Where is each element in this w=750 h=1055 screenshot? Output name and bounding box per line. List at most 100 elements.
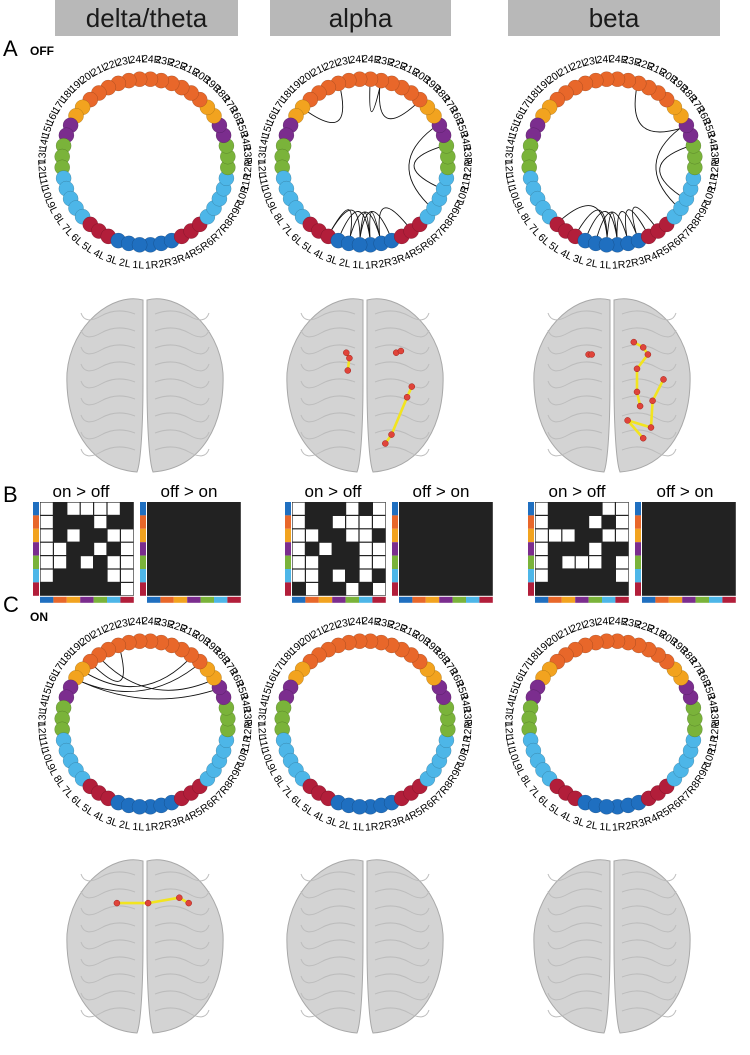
- panel-label-b: B: [3, 482, 18, 507]
- matrix-cell: [616, 516, 629, 529]
- matrix-row-group: [635, 582, 641, 596]
- connection-line: [82, 666, 195, 692]
- connection-line: [378, 207, 408, 237]
- brain-gyrus: [547, 412, 603, 423]
- brain-gyrus: [374, 871, 430, 882]
- node-label-9R: 9R: [229, 761, 246, 779]
- node-label-23L: 23L: [115, 54, 135, 69]
- brain-gyrus: [374, 327, 430, 338]
- brain-marker: [633, 365, 641, 373]
- matrix-col-group: [359, 596, 373, 603]
- matrix-col-group: [53, 596, 67, 603]
- node-label-14L: 14L: [257, 132, 272, 152]
- brain-gyrus: [547, 395, 603, 406]
- node-label-2R: 2R: [624, 256, 640, 270]
- node-label-9R: 9R: [449, 199, 466, 217]
- node-label-8L: 8L: [518, 211, 535, 228]
- brain-gyrus: [374, 378, 430, 389]
- node-label-9L: 9L: [44, 762, 60, 778]
- node-1L: [131, 236, 148, 253]
- brain-gyrus: [547, 310, 603, 321]
- brain-gyrus: [621, 412, 677, 423]
- brain-gyrus: [300, 395, 356, 406]
- connectivity-ring-off-0: 1R2R3R4R5R6R7R8R9R10R11R12R13R14R15R16R1…: [35, 53, 255, 272]
- brain-gyrus: [154, 395, 210, 406]
- matrix-cell: [292, 556, 305, 569]
- node-label-23L: 23L: [582, 54, 602, 69]
- node-label-8L: 8L: [518, 773, 535, 790]
- node-label-2R: 2R: [377, 818, 393, 832]
- matrix-row-group: [392, 528, 398, 543]
- matrix-row-group: [392, 502, 398, 516]
- brain-gyrus: [154, 922, 210, 933]
- brain-hemisphere-l: [533, 859, 611, 1034]
- brain-gyrus: [547, 344, 603, 355]
- brain-connection: [146, 896, 181, 905]
- brain-gyrus: [547, 871, 603, 882]
- brain-gyrus: [80, 871, 136, 882]
- matrix-col-group: [318, 596, 333, 603]
- brain-gyrus: [80, 956, 136, 967]
- matrix-title-off-gt-on-beta: off > on: [656, 482, 714, 501]
- matrix-row-group: [635, 502, 641, 516]
- matrix-col-group: [425, 596, 440, 603]
- node-label-23R: 23R: [154, 616, 176, 632]
- node-label-15R: 15R: [233, 118, 251, 140]
- matrix-row-group: [140, 542, 146, 556]
- matrix-cell: [373, 502, 386, 515]
- matrix-cell: [535, 569, 548, 582]
- matrix-row-group: [33, 502, 39, 516]
- brain-gyrus: [621, 378, 677, 389]
- node-label-15R: 15R: [453, 118, 471, 140]
- matrix-row-group: [635, 515, 641, 529]
- matrix-cell: [373, 542, 386, 555]
- brain-on-2: [533, 859, 691, 1034]
- panel-label-a: A: [3, 36, 18, 61]
- node-label-10R: 10R: [234, 184, 252, 206]
- matrix-cell: [306, 583, 319, 596]
- node-label-14L: 14L: [504, 694, 519, 714]
- node-label-13R: 13R: [708, 145, 721, 165]
- brain-gyrus: [547, 905, 603, 916]
- node-label-8L: 8L: [51, 773, 68, 790]
- matrix-col-group: [93, 596, 107, 603]
- node-label-2L: 2L: [338, 818, 352, 832]
- matrix-col-group: [345, 596, 359, 603]
- connectivity-ring-off-1: 1R2R3R4R5R6R7R8R9R10R11R12R13R14R15R16R1…: [255, 53, 475, 272]
- node-label-22R: 22R: [387, 56, 409, 74]
- matrix-cell: [346, 529, 359, 542]
- matrix-cell: [80, 502, 93, 515]
- condition-label-off: OFF: [30, 44, 54, 58]
- node-label-12L: 12L: [255, 160, 268, 178]
- condition-label-on: ON: [30, 610, 48, 624]
- brain-connection: [626, 419, 653, 429]
- connection-line: [88, 660, 188, 687]
- node-label-1R: 1R: [612, 821, 627, 834]
- node-label-3L: 3L: [571, 814, 586, 829]
- node-label-1L: 1L: [599, 821, 612, 834]
- node-label-15L: 15L: [259, 681, 276, 702]
- node-label-15R: 15R: [700, 118, 718, 140]
- matrix-row-group: [33, 555, 39, 569]
- matrix-background: [642, 502, 736, 596]
- node-label-4R: 4R: [649, 246, 667, 263]
- brain-marker: [346, 354, 353, 362]
- brain-gyrus: [374, 361, 430, 372]
- brain-gyrus: [374, 344, 430, 355]
- brain-gyrus: [300, 922, 356, 933]
- node-label-15L: 15L: [506, 119, 523, 140]
- brain-gyrus: [621, 446, 677, 457]
- node-label-4L: 4L: [558, 247, 574, 263]
- matrix-cell: [359, 542, 372, 555]
- brain-gyrus: [621, 344, 677, 355]
- brain-marker: [113, 899, 121, 907]
- matrix-cell: [589, 516, 602, 529]
- node-label-22L: 22L: [102, 618, 123, 635]
- node-label-3R: 3R: [170, 252, 187, 268]
- node-label-14R: 14R: [458, 693, 474, 715]
- brain-marker: [633, 388, 641, 396]
- brain-gyrus: [80, 990, 136, 1001]
- brain-gyrus: [80, 429, 136, 440]
- node-label-10L: 10L: [506, 747, 523, 768]
- node-label-24R: 24R: [609, 53, 629, 66]
